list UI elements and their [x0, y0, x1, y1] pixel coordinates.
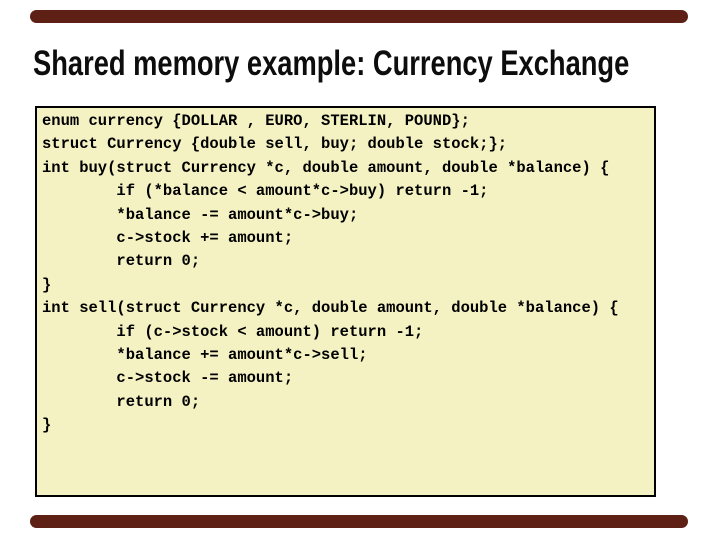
- top-accent-bar: [30, 10, 688, 23]
- bottom-accent-bar: [30, 515, 688, 528]
- slide-title: Shared memory example: Currency Exchange: [33, 44, 630, 83]
- code-panel: enum currency {DOLLAR , EURO, STERLIN, P…: [35, 106, 656, 497]
- code-block: enum currency {DOLLAR , EURO, STERLIN, P…: [42, 112, 619, 435]
